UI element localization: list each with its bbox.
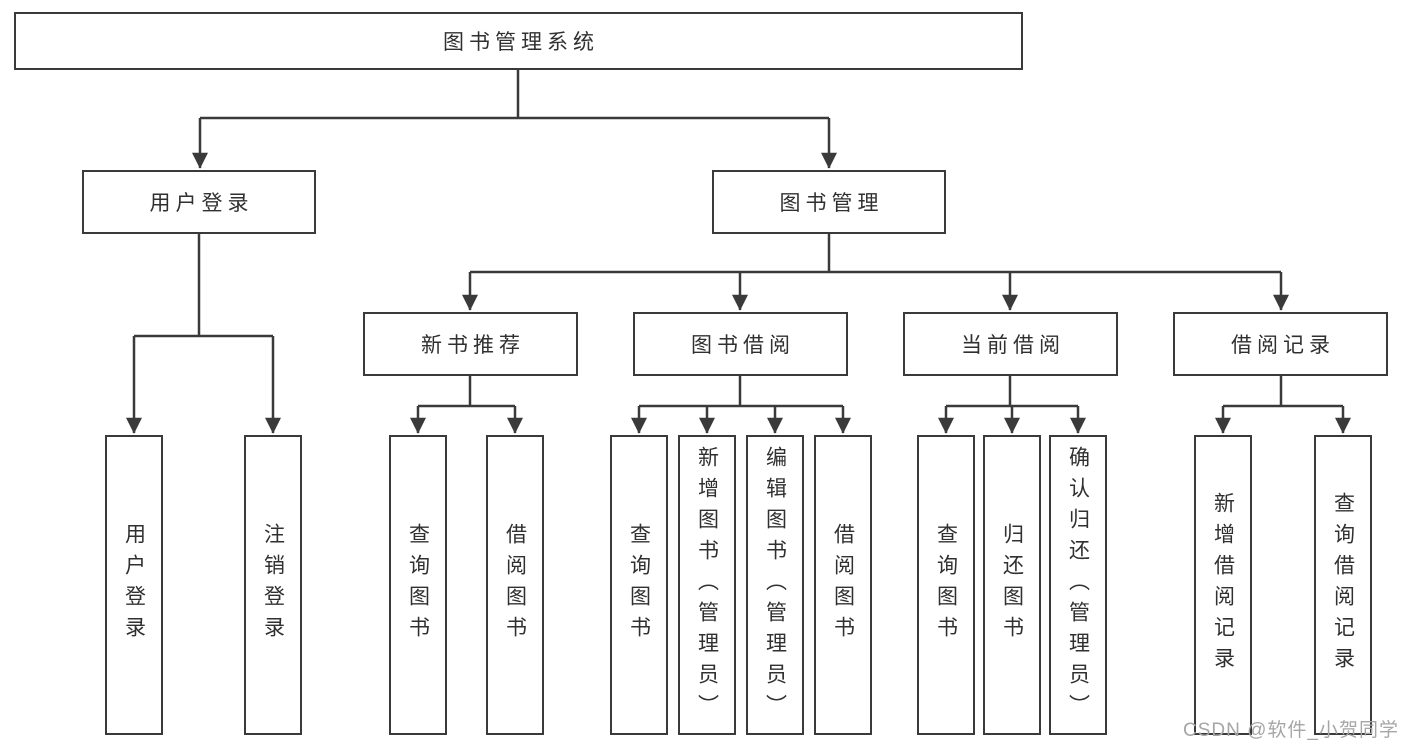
leaf-add-book-admin: 新增图书（管理员） [678, 435, 736, 735]
leaf-query-books-recommend: 查询图书 [389, 435, 447, 735]
leaf-add-borrow-record: 新增借阅记录 [1194, 435, 1252, 735]
csdn-watermark: CSDN @软件_小贺同学 [1183, 720, 1399, 741]
leaf-query-borrow-record: 查询借阅记录 [1314, 435, 1372, 735]
connector-line [418, 376, 515, 408]
connector-line [946, 376, 1078, 408]
node-library-management-system: 图书管理系统 [14, 12, 1023, 70]
node-book-borrow: 图书借阅 [633, 312, 848, 376]
node-book-management: 图书管理 [712, 170, 946, 234]
leaf-logout: 注销登录 [244, 435, 302, 735]
node-borrow-records: 借阅记录 [1173, 312, 1388, 376]
connector-line [639, 376, 843, 408]
node-new-book-recommend: 新书推荐 [363, 312, 578, 376]
leaf-borrow-books-recommend: 借阅图书 [486, 435, 544, 735]
connector-line [1223, 376, 1343, 408]
connector-line [134, 234, 273, 338]
leaf-query-books-borrow: 查询图书 [610, 435, 668, 735]
leaf-query-books-current: 查询图书 [917, 435, 975, 735]
node-user-login: 用户登录 [82, 170, 316, 234]
leaf-user-login: 用户登录 [105, 435, 163, 735]
connector-line [470, 234, 1281, 274]
leaf-return-book: 归还图书 [983, 435, 1041, 735]
leaf-borrow-books: 借阅图书 [814, 435, 872, 735]
connector-line [200, 70, 829, 120]
node-current-borrow: 当前借阅 [903, 312, 1118, 376]
leaf-confirm-return-admin: 确认归还（管理员） [1049, 435, 1107, 735]
leaf-edit-book-admin: 编辑图书（管理员） [746, 435, 804, 735]
